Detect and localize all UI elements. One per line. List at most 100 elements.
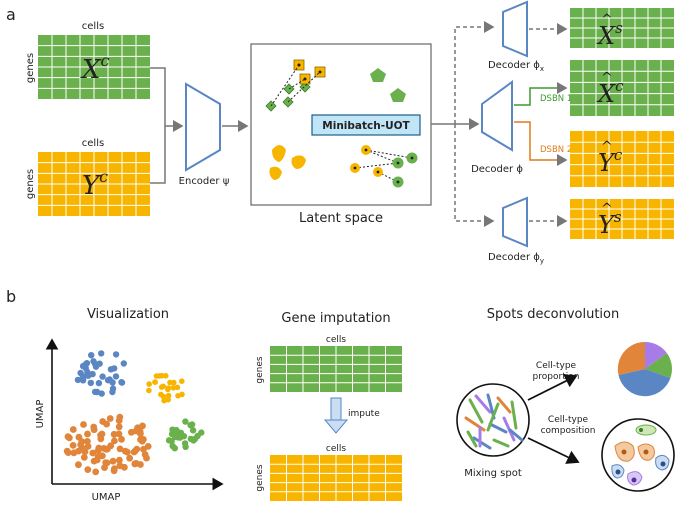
umap-point — [175, 393, 181, 399]
umap-point — [158, 384, 165, 390]
umap-point — [109, 385, 117, 392]
output-ys-matrix: Ys ^ — [570, 199, 674, 239]
output-ys-hat: ^ — [601, 201, 613, 217]
umap-point — [101, 464, 108, 471]
umap-point — [83, 360, 91, 367]
umap-point — [111, 437, 118, 445]
umap-point — [87, 379, 95, 387]
umap-point — [165, 392, 172, 399]
umap-point — [98, 430, 106, 438]
umap-point — [168, 437, 175, 445]
umap-point — [111, 365, 118, 372]
spot-cell-stick — [508, 428, 524, 442]
decoder-y-label: Decoder ϕy — [488, 252, 544, 265]
spot-cell-stick — [510, 400, 518, 430]
umap-point — [90, 358, 97, 365]
panel-a-label: a — [6, 5, 16, 24]
mixing-spot-label: Mixing spot — [464, 468, 522, 479]
umap-point — [75, 433, 83, 441]
umap-point — [75, 461, 82, 469]
umap-point — [100, 445, 108, 452]
umap-point — [198, 429, 205, 436]
encoder-label: Encoder ψ — [179, 176, 230, 187]
output-xs-grid — [570, 8, 674, 48]
umap-point — [84, 466, 92, 473]
umap-point — [98, 350, 105, 357]
imputation-top-grid — [270, 346, 402, 392]
output-yc-grid — [570, 131, 674, 187]
spot-cell-stick — [488, 422, 508, 434]
umap-scatter — [63, 350, 205, 476]
y-matrix-cells-label: cells — [82, 138, 104, 149]
dsbn2-label: DSBN 2 — [540, 145, 572, 155]
cell-type-pie — [617, 341, 672, 397]
imputation-title: Gene imputation — [281, 311, 390, 326]
umap-point — [189, 427, 197, 434]
impute-arrow — [323, 397, 349, 434]
x-input-matrix: cells genes Xc — [25, 21, 150, 99]
umap-point — [88, 352, 95, 359]
umap-point — [139, 422, 146, 430]
imputation-bottom-grid — [270, 455, 402, 501]
umap-point — [126, 454, 133, 462]
umap-point — [82, 364, 89, 372]
latent-yellow-blobs — [269, 145, 306, 180]
umap-point — [93, 388, 101, 396]
umap-point — [69, 442, 77, 449]
umap-point — [118, 435, 125, 443]
output-xs-hat: ^ — [601, 12, 613, 28]
y-input-matrix: cells genes Yc — [25, 138, 150, 216]
umap-point — [89, 370, 96, 378]
umap-point — [120, 360, 128, 367]
umap-point — [140, 436, 147, 443]
umap-point — [69, 426, 77, 433]
deconvolution-title: Spots deconvolution — [487, 307, 619, 322]
umap-point — [96, 360, 103, 367]
umap-point — [133, 445, 141, 453]
umap-point — [160, 393, 167, 400]
output-xs-matrix: Xs ^ — [570, 8, 674, 50]
decoder-y-shape — [502, 196, 528, 248]
umap-point — [131, 460, 139, 467]
umap-point — [84, 443, 92, 450]
visualization-title: Visualization — [87, 307, 169, 322]
uot-label: Minibatch-UOT — [322, 120, 410, 132]
output-ys-grid — [570, 199, 674, 239]
encoder-shape — [185, 82, 221, 172]
umap-point — [165, 385, 172, 391]
x-matrix-cells-label: cells — [82, 21, 104, 32]
umap-point — [121, 463, 128, 471]
output-yc-matrix: Yc ^ — [570, 131, 674, 187]
cell-type-composition — [601, 418, 675, 492]
umap-point — [112, 373, 120, 380]
imputation-top-genes-label: genes — [255, 356, 265, 383]
spot-cell-stick — [472, 436, 492, 450]
umap-point — [64, 433, 72, 441]
umap-point — [95, 379, 103, 387]
umap-point — [103, 420, 110, 428]
umap-point — [146, 387, 152, 394]
umap-point — [152, 379, 158, 385]
latent-to-decoder-x-dashed — [454, 21, 495, 124]
umap-point — [111, 465, 118, 472]
umap-point — [90, 426, 98, 434]
y-to-encoder-line — [150, 126, 166, 184]
umap-point — [163, 373, 169, 379]
umap-point — [153, 373, 160, 379]
latent-space-label: Latent space — [299, 211, 383, 226]
latent-cluster-pairs — [350, 145, 418, 188]
y-matrix-genes-label: genes — [25, 169, 36, 199]
spot-cell-stick — [474, 394, 492, 414]
umap-point — [89, 449, 97, 457]
decoder-x-shape — [502, 0, 528, 58]
umap-point — [169, 426, 176, 433]
umap-point — [115, 417, 123, 424]
spot-cell-stick — [492, 438, 510, 448]
umap-point — [104, 377, 112, 384]
umap-point — [93, 456, 101, 464]
pie-slice-purple — [645, 341, 667, 369]
umap-point — [167, 379, 173, 386]
umap-point — [182, 418, 189, 425]
umap-point — [84, 430, 91, 438]
